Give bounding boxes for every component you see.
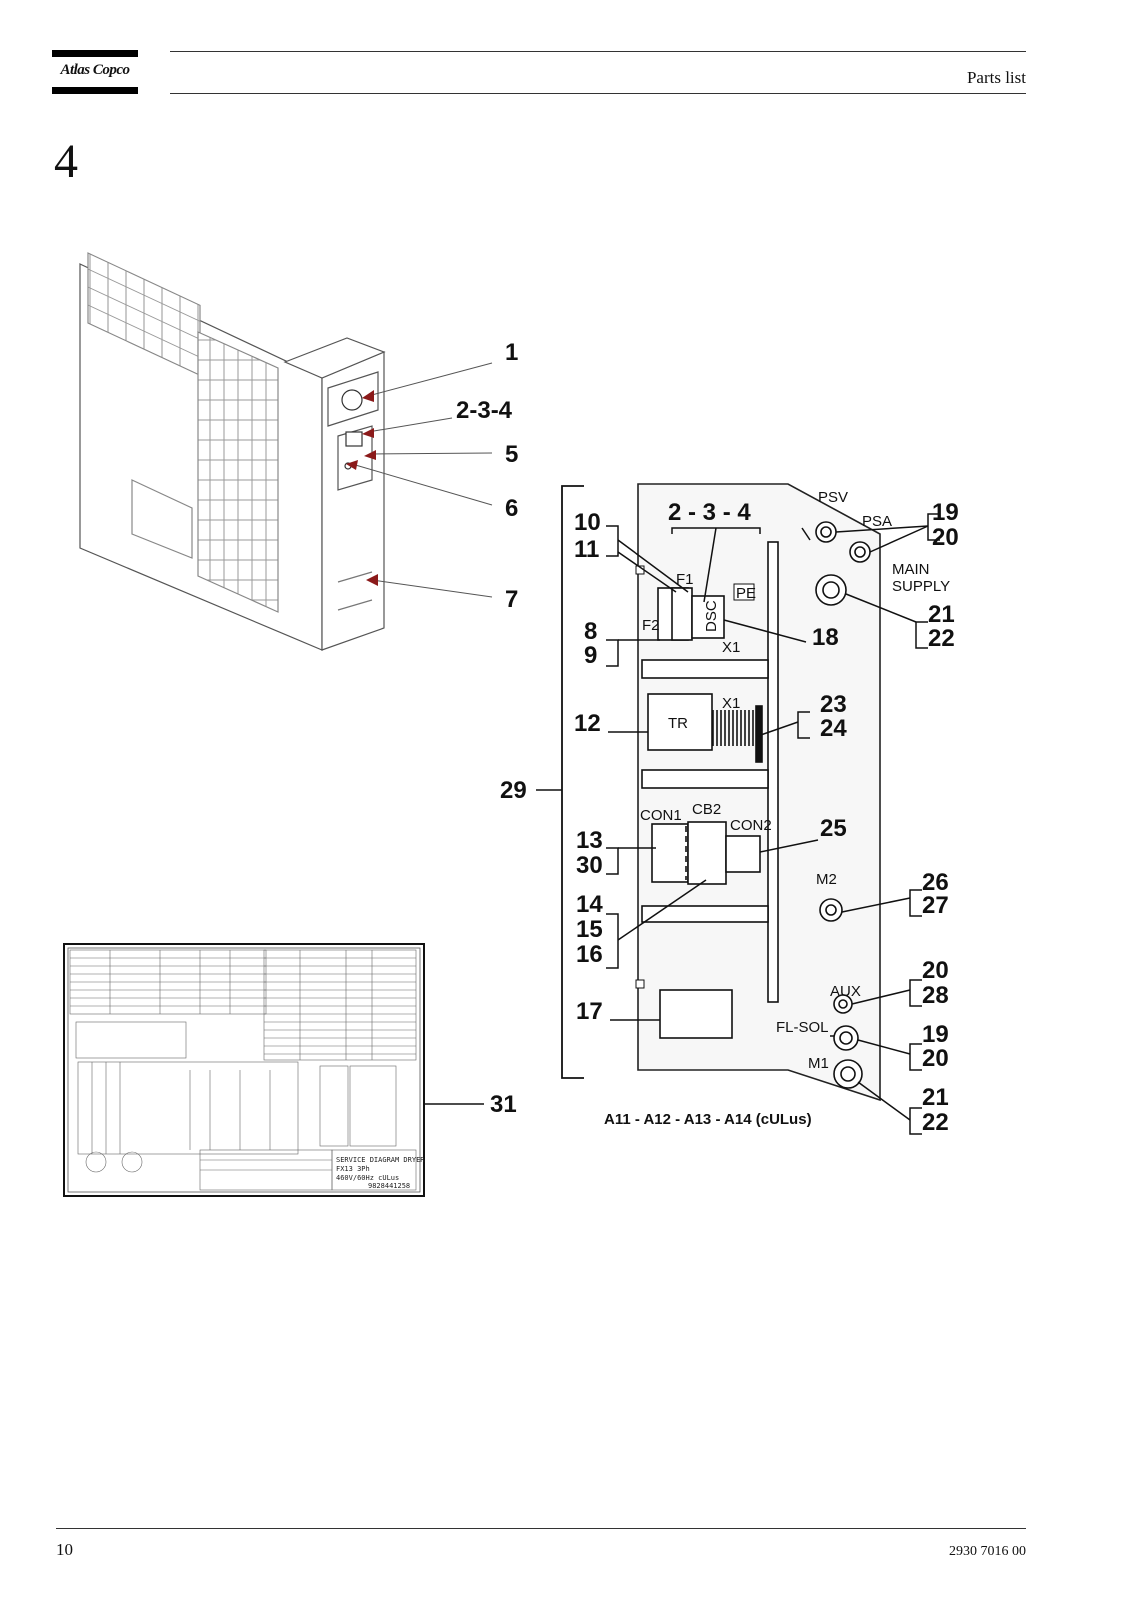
callout-22-bottom: 22	[922, 1109, 949, 1136]
callout-11: 11	[574, 536, 599, 563]
document-number: 2930 7016 00	[949, 1544, 1026, 1559]
footer-rule	[56, 1528, 1026, 1529]
disconnect-dsc	[691, 595, 725, 639]
header-title: Parts list	[966, 68, 1026, 87]
callout-18: 18	[812, 624, 839, 651]
callout-19-top: 19	[932, 499, 959, 526]
contactor-con2	[725, 835, 761, 873]
transformer-tr	[647, 693, 713, 751]
callout-31: 31	[490, 1091, 517, 1118]
label-f2: F2	[642, 617, 660, 634]
callout-20-top: 20	[932, 524, 959, 551]
callout-29: 29	[500, 777, 527, 804]
label-m1: M1	[808, 1055, 829, 1072]
label-f1: F1	[676, 571, 694, 588]
relay-17	[659, 989, 733, 1039]
atlas-copco-logo: Atlas Copco	[52, 50, 138, 94]
callout-15: 15	[576, 916, 603, 943]
label-main: MAIN	[892, 561, 930, 578]
callout-28: 28	[922, 982, 949, 1009]
callout-25: 25	[820, 815, 847, 842]
callout-30: 30	[576, 852, 603, 879]
dryer-arrowheads	[346, 390, 378, 586]
dryer-illustration	[79, 252, 386, 651]
callout-21-top: 21	[928, 601, 955, 628]
callout-13: 13	[576, 827, 603, 854]
header-rule-top	[170, 51, 1026, 52]
service-diagram-thumbnail: SERVICE DIAGRAM DRYER FX13 3Ph 460V/60Hz…	[63, 943, 425, 1197]
label-con1: CON1	[640, 807, 682, 824]
callout-7: 7	[505, 586, 518, 613]
electrical-panel	[536, 483, 881, 1102]
callout-20-mid: 20	[922, 957, 949, 984]
callout-5: 5	[505, 441, 518, 468]
dryer-leader-lines	[351, 362, 493, 598]
callout-21-bottom: 21	[922, 1084, 949, 1111]
callout-23: 23	[820, 691, 847, 718]
label-x1-lower: X1	[722, 695, 740, 712]
diagram-drawing-number: 9828441258	[368, 1182, 410, 1190]
contactor-con1	[651, 823, 689, 883]
panel-leaders	[606, 513, 940, 1135]
section-number: 4	[54, 135, 78, 188]
breaker-cb2	[687, 821, 727, 885]
page-number: 10	[56, 1540, 73, 1559]
callout-16: 16	[576, 941, 603, 968]
label-cb2: CB2	[692, 801, 721, 818]
panel-caption: A11 - A12 - A13 - A14 (cULus)	[604, 1111, 812, 1128]
callout-12: 12	[574, 710, 601, 737]
callout-2-3-4: 2-3-4	[456, 397, 513, 424]
diagram-title-line-2: FX13 3Ph	[336, 1165, 370, 1173]
diagram-title-line-1: SERVICE DIAGRAM DRYER	[336, 1156, 425, 1164]
label-aux: AUX	[830, 983, 861, 1000]
label-pe: PE	[736, 585, 756, 602]
callout-24: 24	[820, 715, 847, 742]
diagram-title-line-3: 460V/60Hz cULus	[336, 1174, 399, 1182]
label-con2: CON2	[730, 817, 772, 834]
callout-14: 14	[576, 891, 603, 918]
callout-9: 9	[584, 642, 597, 669]
brand-wordmark: Atlas Copco	[60, 62, 130, 78]
terminal-strip-x1	[712, 710, 756, 746]
header-rule-bottom	[170, 93, 1026, 94]
callout-20-bottom: 20	[922, 1045, 949, 1072]
callout-26: 26	[922, 869, 949, 896]
dryer-top	[283, 337, 386, 379]
callout-6: 6	[505, 495, 518, 522]
label-tr: TR	[668, 715, 688, 732]
callout-22-top: 22	[928, 625, 955, 652]
label-supply: SUPPLY	[892, 578, 950, 595]
fuse-f1	[671, 587, 693, 641]
callout-1: 1	[505, 339, 518, 366]
label-dsc: DSC	[703, 600, 720, 632]
callout-27: 27	[922, 892, 949, 919]
label-psv: PSV	[818, 489, 848, 506]
callout-17: 17	[576, 998, 603, 1025]
label-fl-sol: FL-SOL	[776, 1019, 829, 1036]
callout-8: 8	[584, 618, 597, 645]
callout-10: 10	[574, 509, 601, 536]
panel-glands	[815, 521, 871, 1089]
label-m2: M2	[816, 871, 837, 888]
label-x1-upper: X1	[722, 639, 740, 656]
label-psa: PSA	[862, 513, 892, 530]
callout-19-bottom: 19	[922, 1021, 949, 1048]
callout-panel-2-3-4: 2 - 3 - 4	[668, 499, 751, 526]
